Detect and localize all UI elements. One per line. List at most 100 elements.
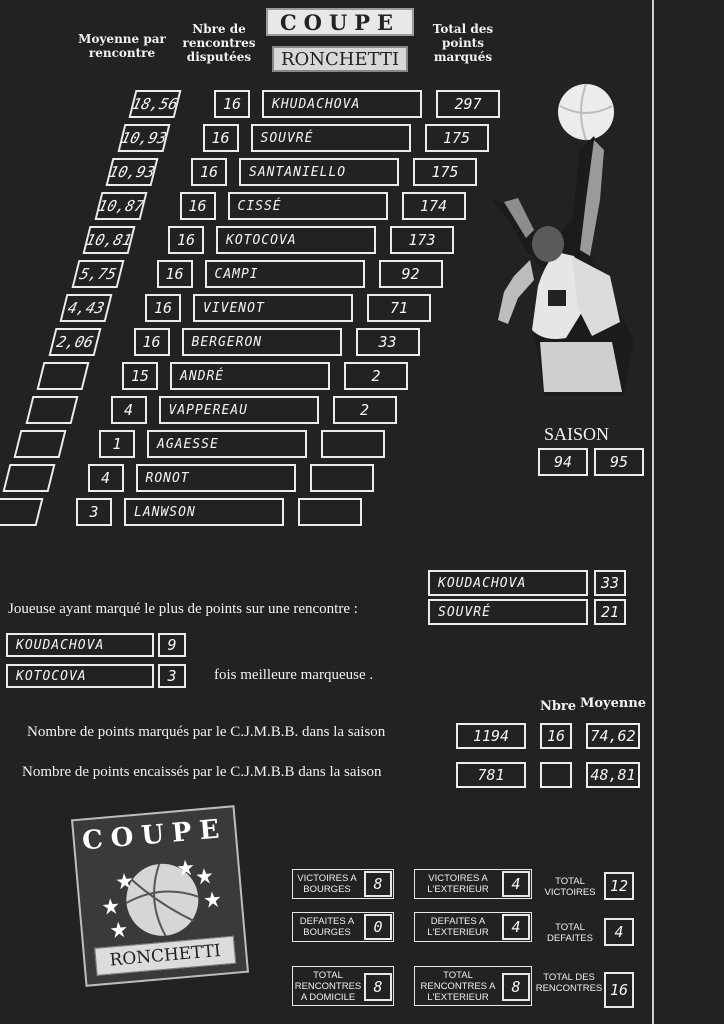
player-moyenne-cell (0, 498, 44, 526)
player-total-cell: 92 (378, 260, 443, 288)
player-total-cell: 175 (424, 124, 489, 152)
player-name-cell: AGAESSE (147, 430, 307, 458)
record-label: DEFAITES A BOURGES (299, 916, 355, 938)
team-points-scored-moyenne: 74,62 (586, 723, 640, 749)
record-frame (292, 966, 394, 1006)
player-moyenne-cell: 10,93 (105, 158, 159, 186)
header-moyenne: Moyenne par rencontre (78, 32, 166, 60)
player-nbre-cell: 15 (122, 362, 158, 390)
player-nbre-cell: 4 (87, 464, 124, 492)
team-col-nbre: Nbre (539, 699, 577, 714)
record-value: 4 (604, 918, 634, 946)
best-match-points-2: 21 (594, 599, 626, 625)
player-nbre-cell: 16 (202, 124, 239, 152)
record-label: VICTOIRES A BOURGES (297, 873, 357, 895)
player-name-cell: SOUVRÉ (250, 124, 411, 152)
player-name-cell: RONOT (135, 464, 296, 492)
player-total-cell (309, 464, 374, 492)
player-nbre-cell: 16 (168, 226, 204, 254)
record-frame (292, 912, 394, 942)
team-points-conceded-moyenne: 48,81 (586, 762, 640, 788)
top-scorer-suffix: fois meilleure marqueuse . (214, 667, 374, 683)
player-moyenne-cell: 4,43 (59, 294, 113, 322)
record-label: TOTAL RENCONTRES A DOMICILE (294, 970, 362, 1003)
bottom-logo: COUPE RONCHETTI (70, 805, 250, 987)
player-moyenne-cell: 5,75 (71, 260, 124, 288)
player-total-cell: 71 (367, 294, 431, 322)
player-name-cell: LANWSON (124, 498, 284, 526)
record-value: 8 (502, 973, 530, 1001)
logo-ronchetti-text: RONCHETTI (272, 46, 408, 72)
player-moyenne-cell: 10,81 (82, 226, 136, 254)
player-nbre-cell: 16 (214, 90, 250, 118)
top-scorer-name-1: KOUDACHOVA (6, 633, 154, 657)
player-nbre-cell: 4 (110, 396, 147, 424)
saison-to: 95 (594, 448, 644, 476)
record-value: 4 (502, 914, 530, 940)
player-nbre-cell: 1 (99, 430, 135, 458)
basketball-ball-icon (558, 83, 614, 141)
player-name-cell: ANDRÉ (170, 362, 330, 390)
saison-from: 94 (538, 448, 588, 476)
team-col-moyenne: Moyenne (580, 696, 647, 711)
player-moyenne-cell: 10,87 (94, 192, 147, 220)
record-value: 8 (364, 871, 392, 897)
record-label: VICTOIRES A L'EXTERIEUR (427, 873, 489, 895)
player-total-cell: 2 (344, 362, 408, 390)
player-total-cell: 173 (390, 226, 454, 254)
top-scorer-count-1: 9 (158, 633, 186, 657)
record-frame (414, 912, 532, 942)
record-label: DEFAITES A L'EXTERIEUR (427, 916, 489, 938)
record-label: TOTAL DES RENCONTRES (535, 972, 603, 994)
best-match-points-1: 33 (594, 570, 626, 596)
basketball-player-photo (492, 83, 634, 396)
player-total-cell: 297 (436, 90, 500, 118)
player-name-cell: VIVENOT (193, 294, 353, 322)
header-logo: COUPE RONCHETTI (266, 8, 414, 72)
player-moyenne-cell: 10,93 (117, 124, 170, 152)
player-moyenne-cell (2, 464, 55, 492)
record-label: TOTAL VICTOIRES (544, 876, 596, 898)
record-value: 12 (604, 872, 634, 900)
saison-label: SAISON (544, 424, 610, 444)
player-moyenne-cell (25, 396, 78, 424)
player-nbre-cell: 16 (179, 192, 216, 220)
header-nbre: Nbre de rencontres disputées (182, 22, 256, 64)
player-name-cell: SANTANIELLO (239, 158, 399, 186)
player-name-cell: CAMPI (204, 260, 365, 288)
player-moyenne-cell: 18,56 (128, 90, 182, 118)
player-moyenne-cell: 2,06 (48, 328, 101, 356)
record-label: TOTAL RENCONTRES A L'EXTERIEUR (420, 970, 496, 1003)
player-name-cell: BERGERON (181, 328, 342, 356)
record-frame (414, 869, 532, 899)
basketball-stars-icon (102, 859, 221, 939)
record-frame (292, 869, 394, 899)
record-value: 16 (604, 972, 634, 1008)
record-value: 0 (364, 914, 392, 940)
top-scorer-count-2: 3 (158, 664, 186, 688)
best-match-name-1: KOUDACHOVA (428, 570, 588, 596)
team-points-scored-total: 1194 (456, 723, 526, 749)
logo-coupe-text: COUPE (266, 8, 414, 36)
player-total-cell: 33 (355, 328, 420, 356)
player-total-cell: 175 (413, 158, 477, 186)
team-points-scored-label: Nombre de points marqués par le C.J.M.B.… (27, 724, 386, 740)
player-nbre-cell: 16 (145, 294, 181, 322)
team-points-conceded-total: 781 (456, 762, 526, 788)
player-nbre-cell: 16 (156, 260, 193, 288)
record-label: TOTAL DEFAITES (547, 922, 593, 944)
player-name-cell: VAPPEREAU (158, 396, 319, 424)
player-name-cell: KHUDACHOVA (262, 90, 422, 118)
player-nbre-cell: 16 (133, 328, 170, 356)
player-name-cell: KOTOCOVA (216, 226, 376, 254)
player-total-cell: 2 (332, 396, 397, 424)
player-total-cell (298, 498, 362, 526)
team-points-conceded-label: Nombre de points encaissés par le C.J.M.… (22, 764, 382, 780)
record-value: 4 (502, 871, 530, 897)
right-border-line (652, 0, 654, 1024)
top-scorer-name-2: KOTOCOVA (6, 664, 154, 688)
player-name-cell: CISSÉ (227, 192, 388, 220)
player-nbre-cell: 3 (76, 498, 112, 526)
player-moyenne-cell (13, 430, 67, 458)
